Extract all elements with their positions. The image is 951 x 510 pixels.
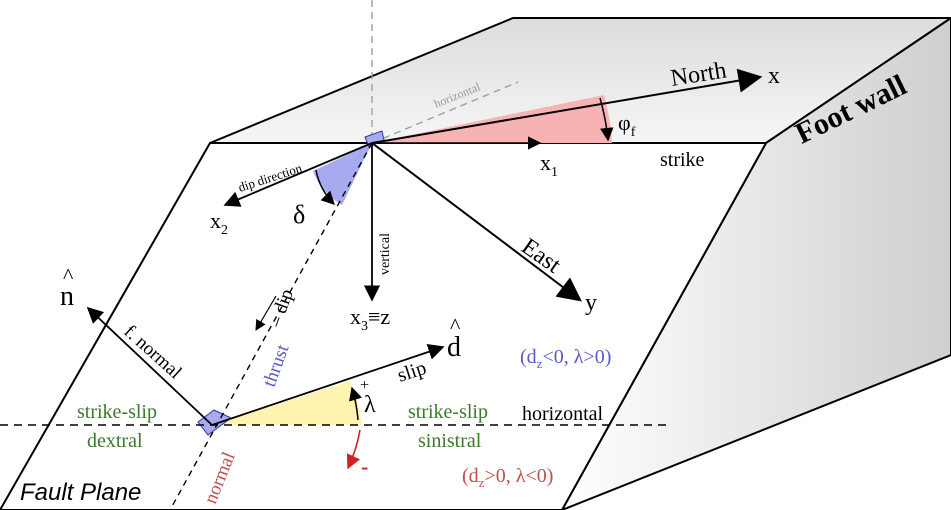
phi-arc xyxy=(599,97,614,142)
d-hat-label: d xyxy=(447,332,461,363)
east-axis xyxy=(371,142,582,302)
phi-label: φf xyxy=(618,110,636,140)
cond-top-a: (d xyxy=(520,346,537,368)
delta-angle-sector xyxy=(313,143,372,205)
cond-top-b: <0, λ>0) xyxy=(542,346,611,368)
x1-subscript: 1 xyxy=(551,165,558,180)
cond-top-sub: z xyxy=(537,356,543,371)
horizontal-reference-dashed xyxy=(371,81,519,144)
x-label: x xyxy=(768,63,780,89)
dip-arrow xyxy=(255,295,277,331)
x3-symbol: x xyxy=(350,304,361,329)
n-hat-caret: ^ xyxy=(63,263,74,288)
n-hat-letter: n xyxy=(60,281,74,312)
cond-bottom-b: >0, λ<0) xyxy=(484,465,553,487)
strike-label: strike xyxy=(660,149,705,171)
cond-bottom-label: (dz>0, λ<0) xyxy=(462,465,553,490)
cond-bottom-sub: z xyxy=(479,475,485,490)
lambda-label: λ xyxy=(364,392,376,418)
lambda-angle-sector xyxy=(212,381,362,425)
d-hat-caret: ^ xyxy=(450,313,461,338)
x3-label: x3≡z xyxy=(350,304,390,334)
horizontal-bottom-label: horizontal xyxy=(522,403,604,425)
cond-bottom-a: (d xyxy=(462,465,479,487)
lambda-plus-label: + xyxy=(360,377,369,394)
delta-label: δ xyxy=(293,200,305,229)
d-hat-letter: d xyxy=(447,332,461,363)
dextral-label: dextral xyxy=(87,430,143,452)
x2-symbol: x xyxy=(210,208,221,233)
strike-slip-right-label: strike-slip xyxy=(408,401,488,423)
sinistral-label: sinistral xyxy=(418,430,482,452)
phi-symbol: φ xyxy=(618,110,631,135)
dip-direction-axis xyxy=(223,142,373,207)
x1-symbol: x xyxy=(540,150,551,175)
y-label: y xyxy=(585,290,597,316)
x3-subscript: 3 xyxy=(361,319,368,334)
n-hat-label: n xyxy=(60,281,74,312)
x2-label: x2 xyxy=(210,208,228,238)
fault-normal-axis xyxy=(86,306,213,426)
lambda-positive-arc xyxy=(349,386,362,421)
x1-label: x1 xyxy=(540,150,558,180)
x3-equals-z: ≡z xyxy=(368,304,390,329)
north-axis xyxy=(371,68,763,144)
x2-subscript: 2 xyxy=(221,223,228,238)
lambda-minus-label: - xyxy=(361,454,368,479)
lambda-negative-arc xyxy=(346,429,361,470)
dip-line-dashed xyxy=(169,142,373,510)
delta-arc xyxy=(315,169,335,205)
strike-slip-left-label: strike-slip xyxy=(77,401,157,423)
slip-axis xyxy=(211,343,445,426)
cond-top-label: (dz<0, λ>0) xyxy=(520,346,611,371)
phi-subscript: f xyxy=(631,125,636,140)
vertical-label: vertical xyxy=(378,233,393,275)
fault-plane-label: Fault Plane xyxy=(20,479,141,506)
phi-angle-sector xyxy=(372,95,612,143)
